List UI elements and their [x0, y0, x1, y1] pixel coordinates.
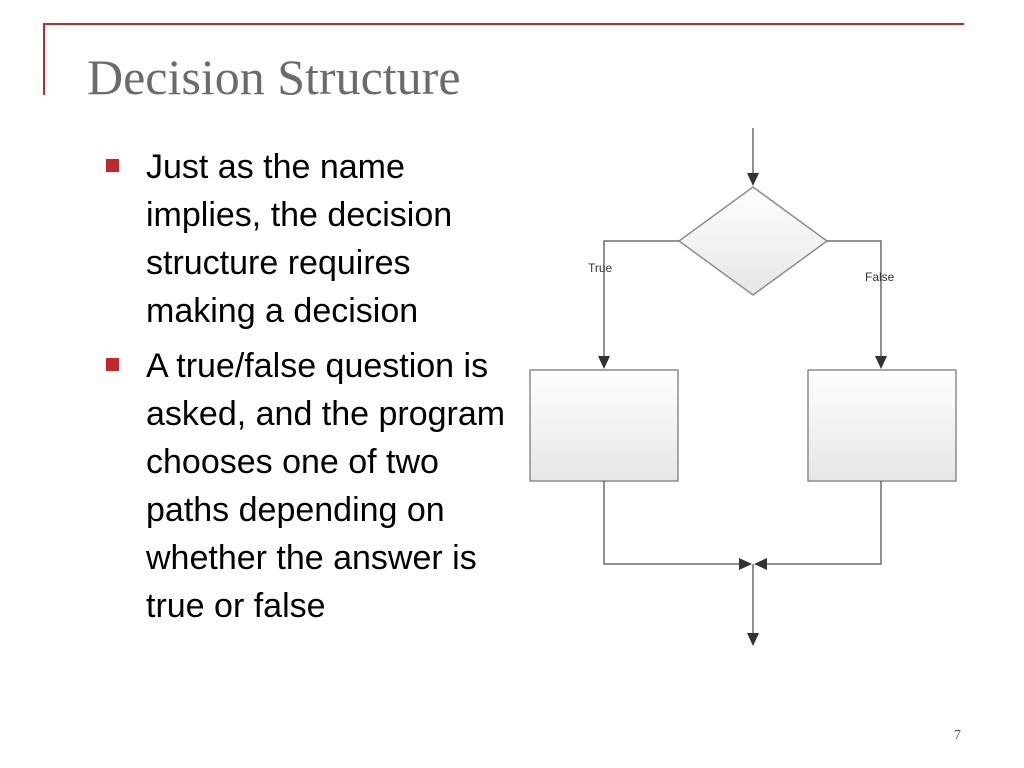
- false-branch-arrowhead: [875, 356, 887, 369]
- title-frame-left-line: [43, 23, 45, 95]
- true-merge-arrowhead: [739, 558, 752, 570]
- true-branch-arrowhead: [598, 356, 610, 369]
- square-bullet-icon: [106, 358, 119, 371]
- true-branch-connector: [603, 240, 679, 358]
- decision-flowchart: True False: [529, 128, 957, 646]
- bullet-text-1: Just as the name implies, the decision s…: [146, 148, 453, 330]
- square-bullet-icon: [106, 159, 119, 172]
- bullet-text-2: A true/false question is asked, and the …: [146, 347, 506, 625]
- true-merge-connector: [603, 481, 741, 565]
- false-label: False: [865, 270, 895, 284]
- bullet-item-1: Just as the name implies, the decision s…: [106, 143, 516, 335]
- false-branch-connector: [827, 240, 882, 358]
- slide-title: Decision Structure: [87, 49, 461, 105]
- page-number: 7: [954, 728, 961, 743]
- bullet-list: Just as the name implies, the decision s…: [106, 143, 516, 637]
- decision-diamond: [677, 186, 829, 296]
- bullet-item-2: A true/false question is asked, and the …: [106, 342, 516, 630]
- exit-arrowhead: [747, 633, 759, 646]
- entry-arrowhead: [747, 173, 759, 186]
- true-process-box: [529, 369, 679, 482]
- false-process-box: [807, 369, 957, 482]
- false-merge-arrowhead: [754, 558, 767, 570]
- title-frame-top-line: [43, 23, 964, 25]
- false-merge-connector: [765, 481, 882, 565]
- true-label: True: [588, 261, 613, 275]
